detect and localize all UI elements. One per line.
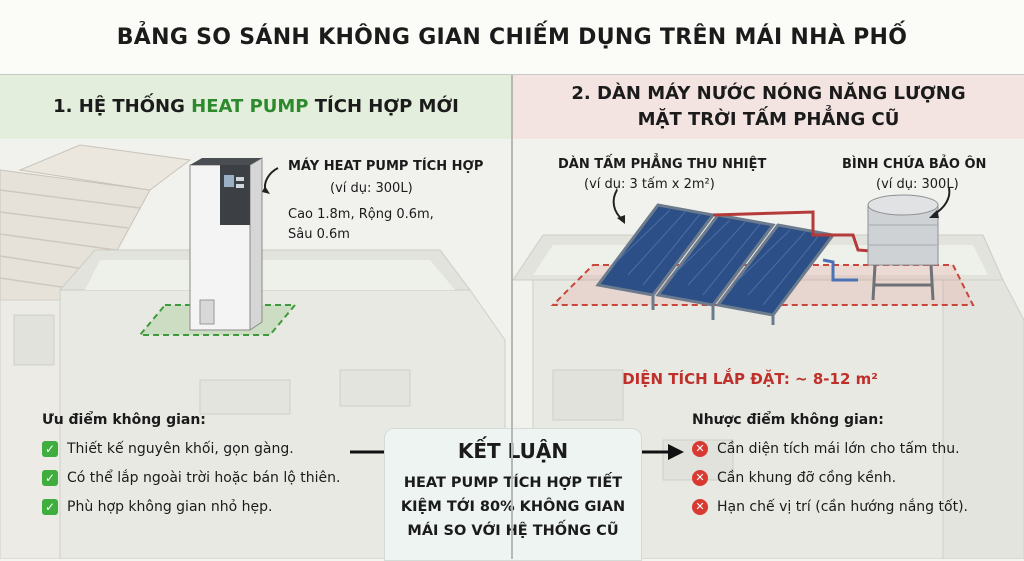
panel-pointer-head — [617, 215, 625, 224]
check-icon: ✓ — [42, 440, 58, 457]
check-icon: ✓ — [42, 469, 58, 486]
heat-pump-label-dim2: Sâu 0.6m — [288, 227, 350, 242]
advantage-text: Có thể lắp ngoài trời hoặc bán lộ thiên. — [67, 469, 341, 486]
advantages-heading: Ưu điểm không gian: — [42, 412, 206, 428]
disadvantage-item: ✕ Cần khung đỡ cồng kềnh. — [692, 463, 968, 492]
solar-panels — [595, 203, 836, 325]
tank-label-title: BÌNH CHỨA BẢO ÔN — [842, 157, 987, 172]
hot-pipe — [712, 210, 884, 254]
disadvantage-text: Cần khung đỡ cồng kềnh. — [717, 469, 897, 486]
disadvantage-item: ✕ Cần diện tích mái lớn cho tấm thu. — [692, 434, 968, 463]
panel-divider — [511, 75, 513, 559]
heat-pump-label-example: (ví dụ: 300L) — [330, 181, 413, 196]
right-heading-line2: MẶT TRỜI TẤM PHẲNG CŨ — [637, 109, 900, 130]
storage-tank — [867, 194, 939, 301]
left-heading-post: TÍCH HỢP MỚI — [308, 96, 459, 117]
panel-label-example: (ví dụ: 3 tấm x 2m²) — [584, 177, 715, 192]
heat-pump-label-title: MÁY HEAT PUMP TÍCH HỢP — [288, 159, 484, 174]
disadvantages-heading: Nhược điểm không gian: — [692, 412, 884, 428]
heat-pump-pointer-head — [262, 186, 270, 194]
advantages-list: ✓ Thiết kế nguyên khối, gọn gàng. ✓ Có thể… — [42, 434, 340, 521]
tank-label-example: (ví dụ: 300L) — [876, 177, 959, 192]
disadvantage-text: Hạn chế vị trí (cần hướng nắng tốt). — [717, 498, 968, 515]
left-pitched-roof — [0, 144, 192, 301]
left-rooftop-illustration — [0, 140, 511, 559]
tank-pointer-head — [929, 210, 939, 218]
install-area-label: DIỆN TÍCH LẮP ĐẶT: ~ 8-12 m² — [622, 370, 878, 388]
cross-icon: ✕ — [692, 469, 708, 486]
heat-pump-label-dim1: Cao 1.8m, Rộng 0.6m, — [288, 207, 434, 222]
cross-icon: ✕ — [692, 440, 708, 457]
advantage-item: ✓ Phù hợp không gian nhỏ hẹp. — [42, 492, 340, 521]
cold-pipe — [822, 258, 858, 282]
conclusion-box: KẾT LUẬN HEAT PUMP TÍCH HỢP TIẾT KIỆM TỚ… — [384, 428, 642, 561]
page-title: BẢNG SO SÁNH KHÔNG GIAN CHIẾM DỤNG TRÊN … — [116, 24, 908, 50]
conclusion-line3: MÁI SO VỚI HỆ THỐNG CŨ — [407, 523, 619, 539]
panel-label-title: DÀN TẤM PHẲNG THU NHIỆT — [558, 157, 767, 172]
page-title-bar: BẢNG SO SÁNH KHÔNG GIAN CHIẾM DỤNG TRÊN … — [0, 0, 1024, 75]
advantage-text: Phù hợp không gian nhỏ hẹp. — [67, 498, 273, 515]
heat-pump-unit — [189, 157, 263, 331]
left-heading-pre: 1. HỆ THỐNG — [53, 96, 192, 117]
conclusion-line1: HEAT PUMP TÍCH HỢP TIẾT — [403, 475, 623, 491]
disadvantage-text: Cần diện tích mái lớn cho tấm thu. — [717, 440, 960, 457]
disadvantages-list: ✕ Cần diện tích mái lớn cho tấm thu. ✕ Cần… — [692, 434, 968, 521]
advantage-text: Thiết kế nguyên khối, gọn gàng. — [67, 440, 294, 457]
left-heading-text: 1. HỆ THỐNG HEAT PUMP TÍCH HỢP MỚI — [53, 94, 459, 120]
conclusion-line2: KIỆM TỚI 80% KHÔNG GIAN — [400, 499, 626, 515]
advantage-item: ✓ Thiết kế nguyên khối, gọn gàng. — [42, 434, 340, 463]
right-arrow-head — [668, 444, 684, 460]
conclusion-title: KẾT LUẬN — [457, 439, 569, 463]
advantage-item: ✓ Có thể lắp ngoài trời hoặc bán lộ thiên… — [42, 463, 340, 492]
right-panel-heading: 2. DÀN MÁY NƯỚC NÓNG NĂNG LƯỢNG MẶT TRỜI… — [513, 75, 1024, 139]
left-panel-heading: 1. HỆ THỐNG HEAT PUMP TÍCH HỢP MỚI — [0, 75, 512, 139]
right-heading-line1: 2. DÀN MÁY NƯỚC NÓNG NĂNG LƯỢNG — [571, 83, 966, 104]
disadvantage-item: ✕ Hạn chế vị trí (cần hướng nắng tốt). — [692, 492, 968, 521]
right-heading-text: 2. DÀN MÁY NƯỚC NÓNG NĂNG LƯỢNG MẶT TRỜI… — [571, 81, 965, 133]
left-heading-highlight: HEAT PUMP — [191, 96, 309, 117]
cross-icon: ✕ — [692, 498, 708, 515]
check-icon: ✓ — [42, 498, 58, 515]
conclusion-body: HEAT PUMP TÍCH HỢP TIẾT KIỆM TỚI 80% KHÔ… — [385, 471, 641, 543]
